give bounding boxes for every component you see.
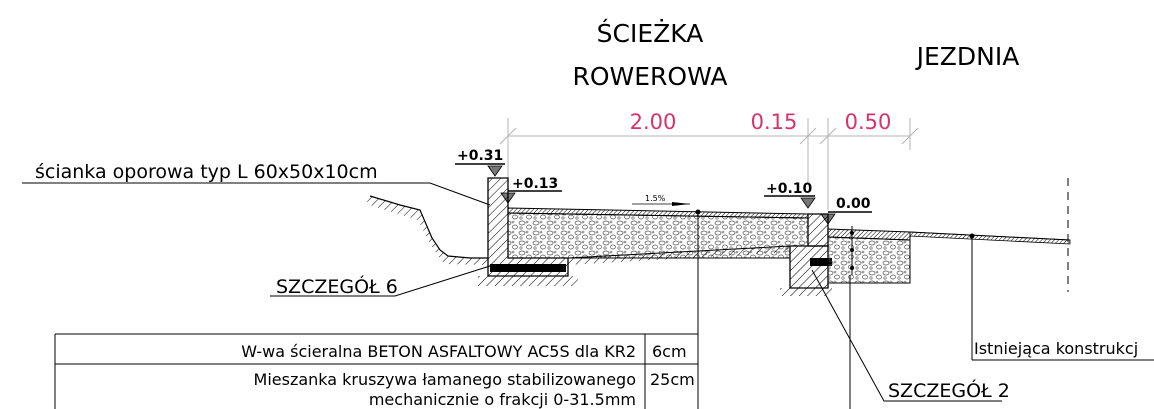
dimension-road-strip: 0.50: [845, 110, 892, 134]
dimension-curb: 0.15: [751, 110, 798, 134]
table-row-2-description-line2: mechanicznie o frakcji 0-31.5mm: [369, 390, 636, 409]
title-bike-path-line2: ROWEROWA: [572, 62, 727, 91]
label-detail-2: SZCZEGÓŁ 2: [888, 378, 1010, 402]
leader-detail-6: [270, 265, 491, 297]
title-road: JEZDNIA: [915, 42, 1020, 71]
leader-detail-2: [811, 269, 1002, 402]
curb-foundation-ground: [780, 288, 832, 296]
table-row-2-description-line1: Mieszanka kruszywa łamanego stabilizowan…: [254, 370, 636, 389]
table-row-2-thickness: 25cm: [650, 370, 695, 389]
dimension-line: [499, 118, 919, 210]
elevation-path-edge: +0.13: [512, 176, 558, 192]
road-pavement: [827, 226, 1071, 284]
label-retaining-wall: ścianka oporowa typ L 60x50x10cm: [35, 161, 378, 183]
table-row-1-description: W-wa ścieralna BETON ASFALTOWY AC5S dla …: [241, 342, 636, 361]
elevation-road-edge: 0.00: [836, 196, 871, 212]
leader-retaining-wall: [22, 182, 491, 206]
label-existing-construction: Istniejąca konstrukcj: [974, 339, 1138, 358]
table-row-1-thickness: 6cm: [652, 342, 687, 361]
label-detail-6: SZCZEGÓŁ 6: [276, 274, 398, 298]
leader-lines: [695, 209, 975, 409]
elevation-wall-top: +0.31: [457, 148, 503, 164]
slope-arrow: [632, 202, 690, 206]
curb: [789, 213, 832, 289]
elevation-marker-curb: [764, 195, 816, 209]
title-bike-path-line1: ŚCIEŻKA: [597, 18, 704, 48]
bike-path-pavement: [507, 207, 809, 265]
dimension-bike-path: 2.00: [630, 110, 677, 134]
elevation-marker-wall: [455, 163, 505, 177]
layers-table: [54, 333, 698, 409]
wall-foundation-ground: [478, 276, 578, 286]
elevation-marker-path: [500, 190, 562, 204]
slope-text: 1.5%: [645, 194, 666, 203]
elevation-curb-top: +0.10: [766, 181, 813, 197]
ground-left: [366, 195, 488, 265]
